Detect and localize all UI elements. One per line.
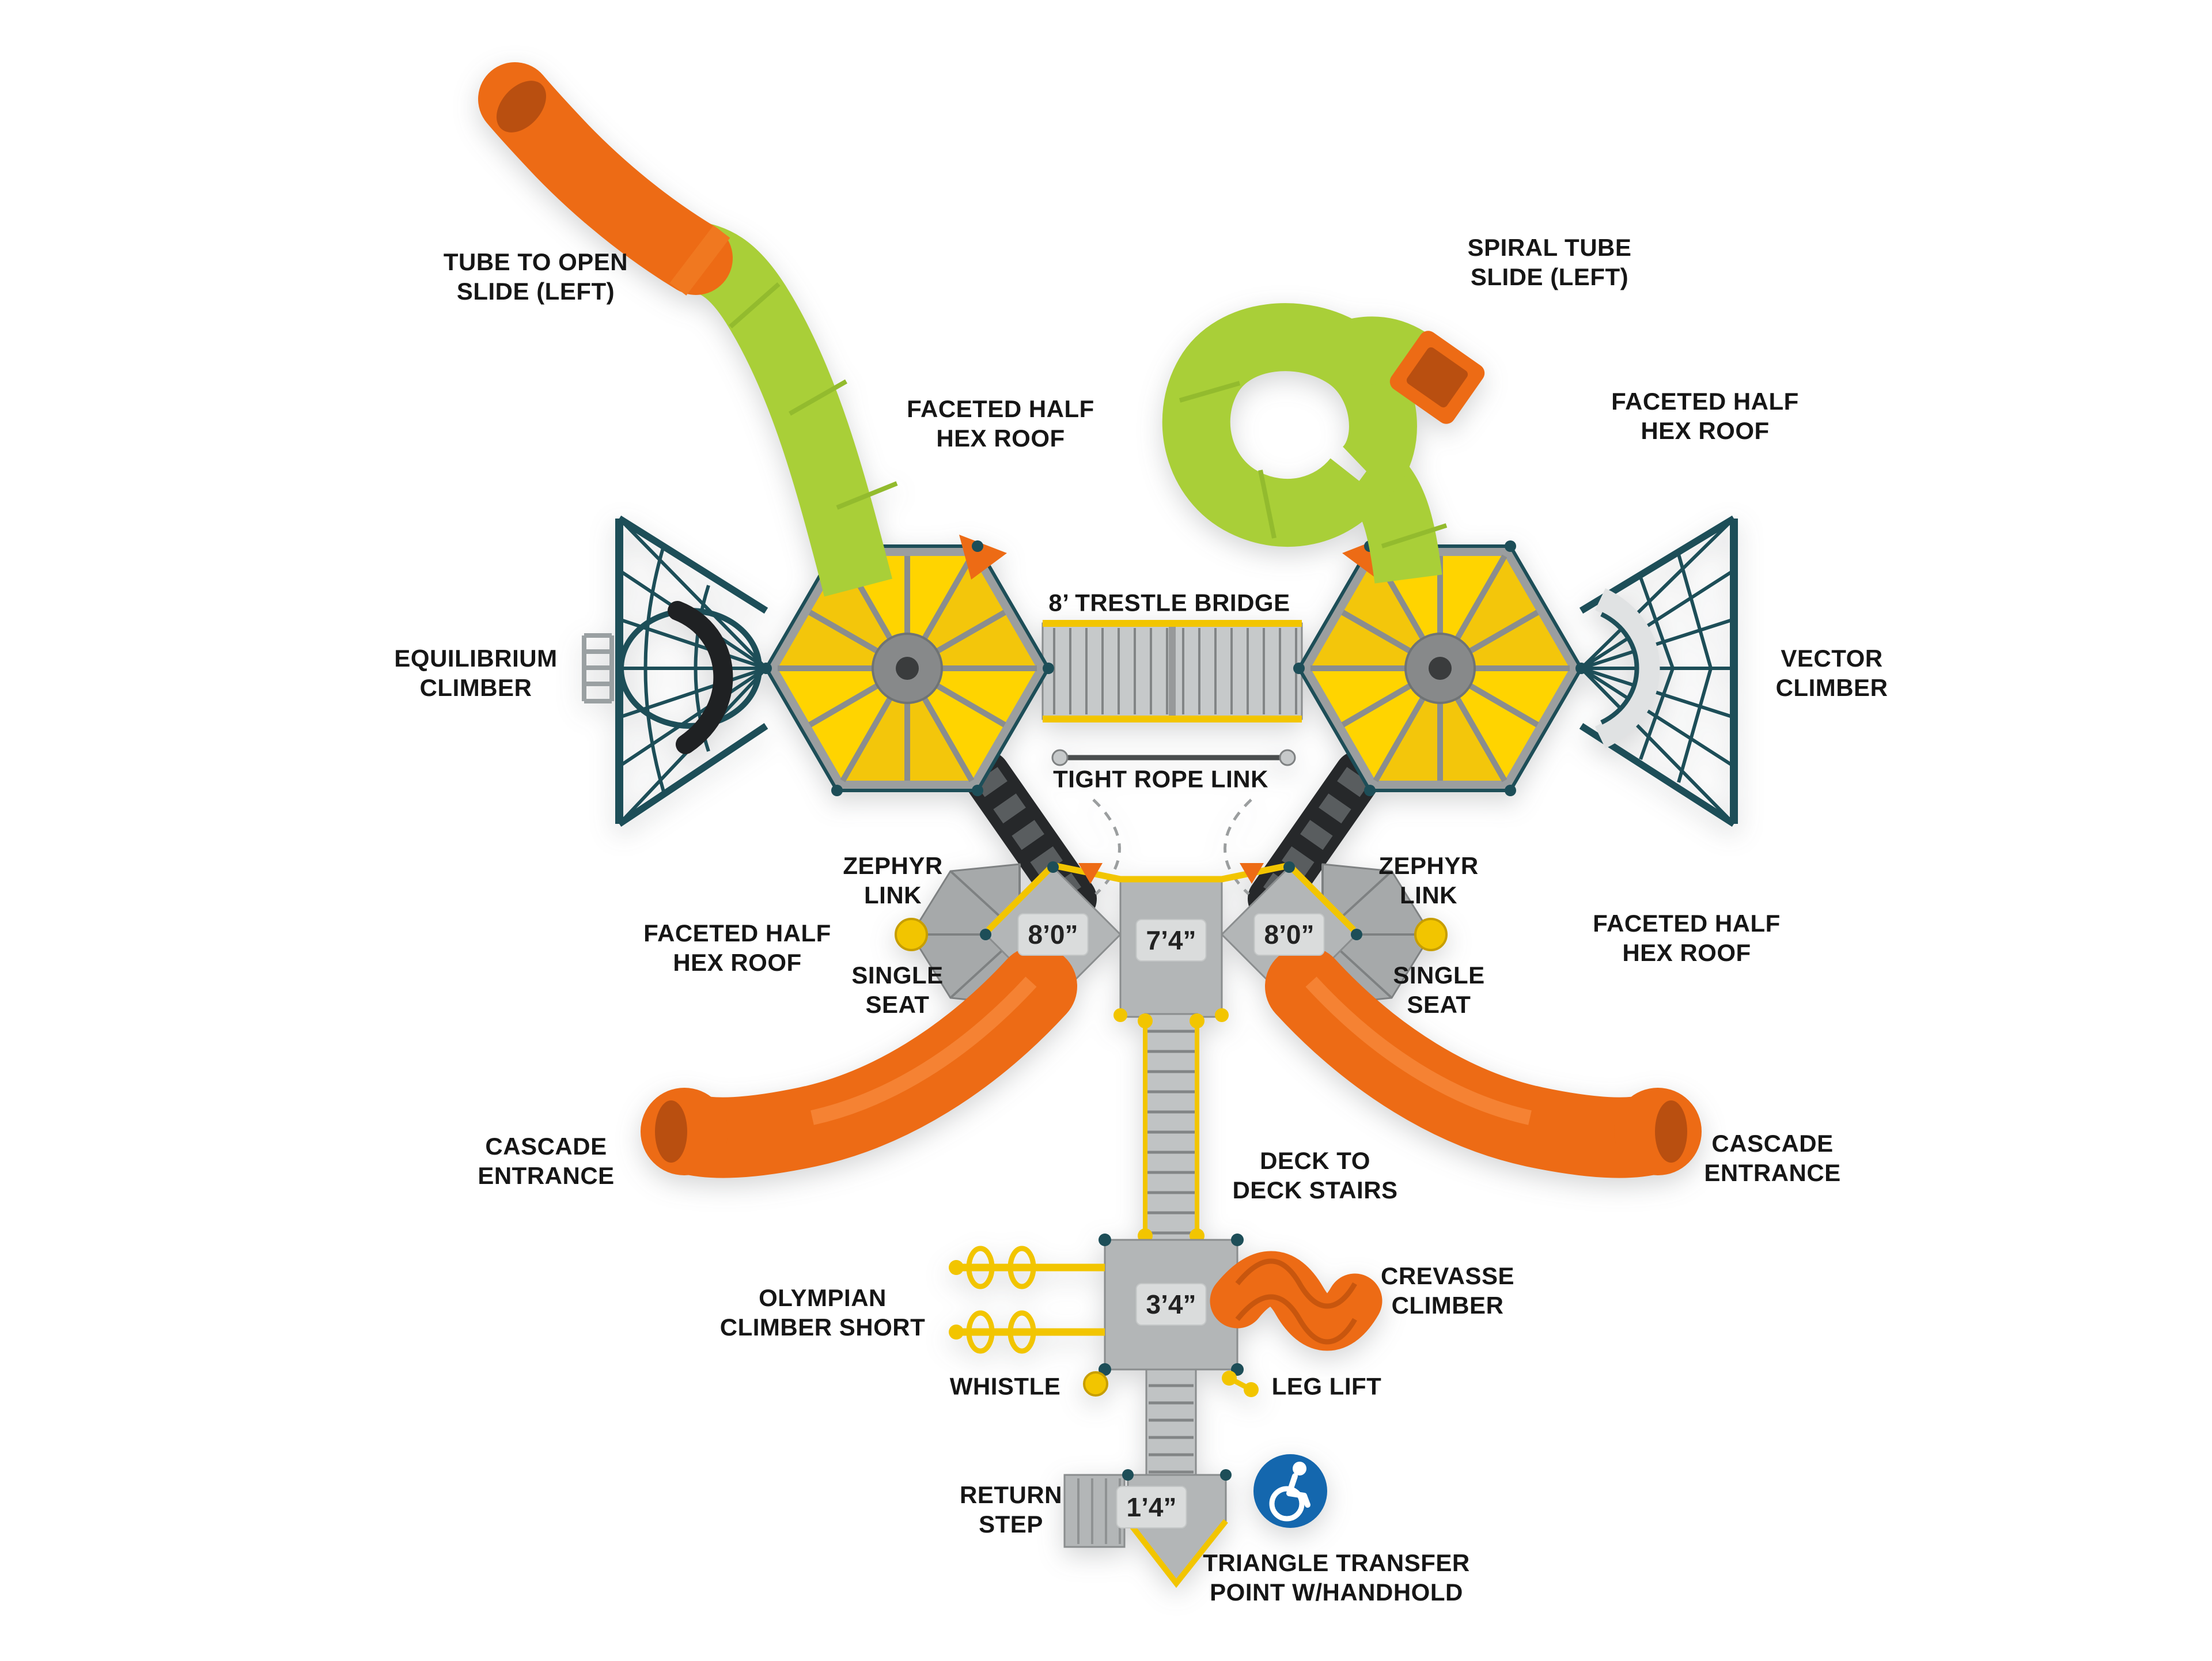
whistle-play-piece [1083, 1371, 1108, 1397]
crevasse-climber [1210, 1251, 1382, 1351]
label-faceted-half-hex-roof-upper-left: FACETED HALF HEX ROOF [907, 395, 1094, 452]
deck-height-left-tower: 8’0” [1017, 913, 1089, 956]
zephyr-swing-guide-right [1224, 799, 1252, 895]
deck-height-mid-deck: 3’4” [1135, 1283, 1207, 1326]
deck-height-transfer-deck: 1’4” [1116, 1486, 1187, 1528]
label-return-step: RETURN STEP [960, 1481, 1062, 1538]
single-seat-right [1414, 918, 1448, 951]
spiral-tube-slide [1162, 303, 1485, 584]
label-crevasse-climber: CREVASSE CLIMBER [1381, 1262, 1514, 1319]
single-seat-left [895, 918, 928, 951]
spiral-slide-entrance [1389, 331, 1485, 424]
label-tube-to-open-slide: TUBE TO OPEN SLIDE (LEFT) [443, 248, 628, 305]
label-deck-to-deck-stairs: DECK TO DECK STAIRS [1232, 1147, 1398, 1204]
deck-to-deck-stairs [1138, 1013, 1205, 1243]
label-equilibrium-climber: EQUILIBRIUM CLIMBER [394, 644, 558, 701]
deck-height-right-tower: 8’0” [1253, 913, 1325, 956]
label-cascade-entrance-left: CASCADE ENTRANCE [478, 1132, 615, 1189]
wheelchair-accessibility-icon [1253, 1454, 1327, 1528]
label-zephyr-link-right: ZEPHYR LINK [1378, 852, 1479, 909]
equilibrium-climber-net [582, 515, 768, 827]
cascade-slide-left [641, 946, 1077, 1178]
olympian-climber-short [949, 1246, 1105, 1354]
left-tower-faceted-half-hex-roof [760, 535, 1054, 796]
label-triangle-transfer-point: TRIANGLE TRANSFER POINT W/HANDHOLD [1203, 1549, 1470, 1606]
right-tower-faceted-half-hex-roof [1293, 535, 1587, 796]
leg-lift-play-piece [1222, 1371, 1259, 1397]
label-whistle: WHISTLE [949, 1372, 1061, 1400]
label-olympian-climber-short: OLYMPIAN CLIMBER SHORT [719, 1284, 926, 1341]
zephyr-swing-guide-left [1092, 799, 1121, 895]
label-single-seat-left: SINGLE SEAT [851, 961, 944, 1018]
label-spiral-tube-slide: SPIRAL TUBE SLIDE (LEFT) [1467, 233, 1632, 290]
label-faceted-half-hex-roof-lower-right: FACETED HALF HEX ROOF [1593, 909, 1781, 966]
label-trestle-bridge: 8’ TRESTLE BRIDGE [1048, 589, 1290, 616]
label-faceted-half-hex-roof-upper-right: FACETED HALF HEX ROOF [1611, 387, 1799, 444]
label-leg-lift: LEG LIFT [1271, 1372, 1382, 1400]
tight-rope-link [1051, 749, 1296, 766]
lower-stairs [1145, 1368, 1197, 1480]
tube-to-open-slide [478, 62, 898, 597]
label-single-seat-right: SINGLE SEAT [1393, 961, 1485, 1018]
label-tight-rope-link: TIGHT ROPE LINK [1053, 765, 1268, 793]
return-step-platform [1063, 1474, 1126, 1548]
cascade-slide-right [1265, 946, 1702, 1178]
vector-climber-net [1579, 515, 1738, 827]
trestle-bridge [1041, 620, 1303, 722]
label-zephyr-link-left: ZEPHYR LINK [843, 852, 943, 909]
label-faceted-half-hex-roof-lower-left: FACETED HALF HEX ROOF [643, 919, 831, 976]
deck-height-center-link: 7’4” [1135, 919, 1207, 962]
label-vector-climber: VECTOR CLIMBER [1775, 644, 1888, 701]
label-cascade-entrance-right: CASCADE ENTRANCE [1704, 1129, 1841, 1186]
